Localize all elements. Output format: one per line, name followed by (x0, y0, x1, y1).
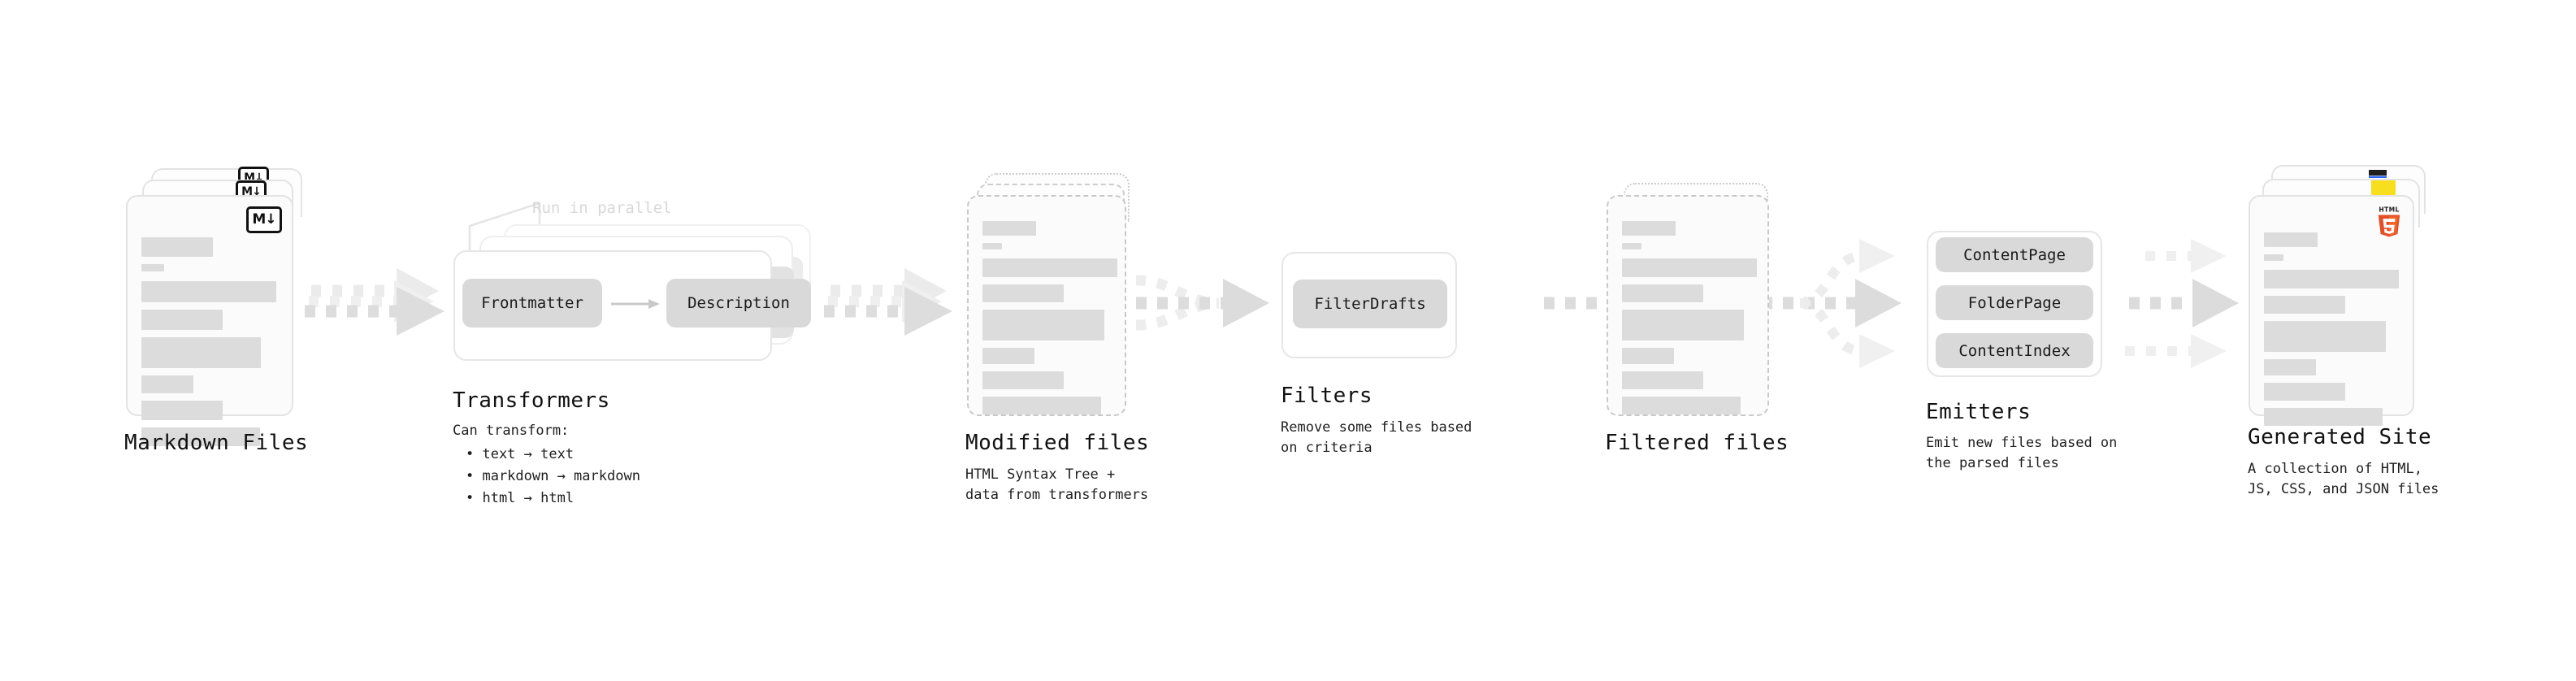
file-content-lines (1622, 221, 1757, 422)
file-line (2264, 321, 2386, 352)
js-icon (2371, 180, 2396, 195)
run-in-parallel-label: Run in parallel (532, 199, 672, 217)
modified-file-card (967, 195, 1126, 416)
filters-subtitle: Remove some files based on criteria (1281, 419, 1472, 456)
stage-title-modified-files: Modified files (965, 431, 1150, 455)
file-content-lines (2264, 232, 2400, 433)
file-line (2264, 296, 2345, 314)
file-line (982, 310, 1104, 340)
markdown-icon: M↓ (246, 206, 282, 233)
file-line (1622, 221, 1676, 236)
transformer-pill-description: Description (666, 279, 811, 327)
stage-title-generated-site: Generated Site (2248, 425, 2432, 449)
transformers-bullet-0: • text → text (466, 446, 575, 462)
file-line (2264, 254, 2283, 261)
stage-title-emitters: Emitters (1926, 400, 2032, 424)
file-line (1622, 397, 1741, 414)
html5-icon: HTML (2378, 206, 2400, 237)
file-line (141, 401, 223, 420)
generated-site-card: HTML (2249, 195, 2414, 426)
file-line (141, 337, 261, 368)
file-line (982, 397, 1101, 414)
file-content-lines (982, 221, 1117, 422)
transformer-pill-frontmatter: Frontmatter (462, 279, 602, 327)
file-line (982, 284, 1064, 302)
file-line (1622, 310, 1744, 340)
file-line (1622, 371, 1703, 389)
transformer-arrow (611, 299, 660, 309)
transformers-subtitle: Can transform: (453, 423, 570, 439)
emitter-pill-folderpage: FolderPage (1936, 285, 2093, 320)
connector-md-to-transformers (305, 268, 445, 336)
connector-filtered-to-emitters (1762, 239, 1902, 368)
stage-title-filtered-files: Filtered files (1605, 431, 1789, 455)
connector-transformers-to-modified (824, 268, 952, 336)
file-line (141, 237, 213, 257)
file-line (2264, 270, 2399, 288)
run-in-parallel-bracket (468, 202, 541, 254)
file-line (141, 310, 223, 330)
file-line (982, 243, 1002, 249)
file-line (2264, 408, 2383, 426)
generated-site-subtitle: A collection of HTML, JS, CSS, and JSON … (2248, 461, 2439, 497)
svg-text:HTML: HTML (2379, 206, 2399, 214)
file-line (2264, 383, 2345, 401)
file-line (141, 375, 193, 393)
emitter-pill-contentindex: ContentIndex (1936, 333, 2093, 368)
stage-title-markdown-files: Markdown Files (124, 431, 309, 455)
file-line (2264, 359, 2316, 375)
file-line (982, 348, 1034, 364)
file-line (1622, 243, 1641, 249)
css-icon (2369, 170, 2387, 178)
stage-title-filters: Filters (1281, 384, 1373, 408)
stage-title-transformers: Transformers (453, 388, 610, 413)
file-line (982, 221, 1036, 236)
connector-modified-to-filters (1135, 275, 1269, 331)
file-line (1622, 284, 1703, 302)
modified-files-subtitle: HTML Syntax Tree + data from transformer… (965, 466, 1149, 503)
emitters-subtitle: Emit new files based on the parsed files (1926, 435, 2118, 471)
markdown-file-card: M↓ (126, 195, 293, 446)
file-line (1622, 348, 1674, 364)
file-line (982, 371, 1064, 389)
file-content-lines (141, 237, 280, 453)
file-line (982, 258, 1117, 277)
file-line (141, 281, 276, 302)
emitter-pill-contentpage: ContentPage (1936, 237, 2093, 272)
transformers-bullet-1: • markdown → markdown (466, 468, 640, 484)
transformers-bullet-2: • html → html (466, 490, 575, 506)
file-line (2264, 232, 2318, 247)
connector-emitters-to-site (2125, 239, 2239, 368)
filter-pill-filterdrafts: FilterDrafts (1293, 280, 1447, 328)
file-line (141, 427, 260, 446)
file-line (1622, 258, 1757, 277)
file-line (141, 264, 164, 271)
filtered-file-card (1607, 195, 1769, 416)
